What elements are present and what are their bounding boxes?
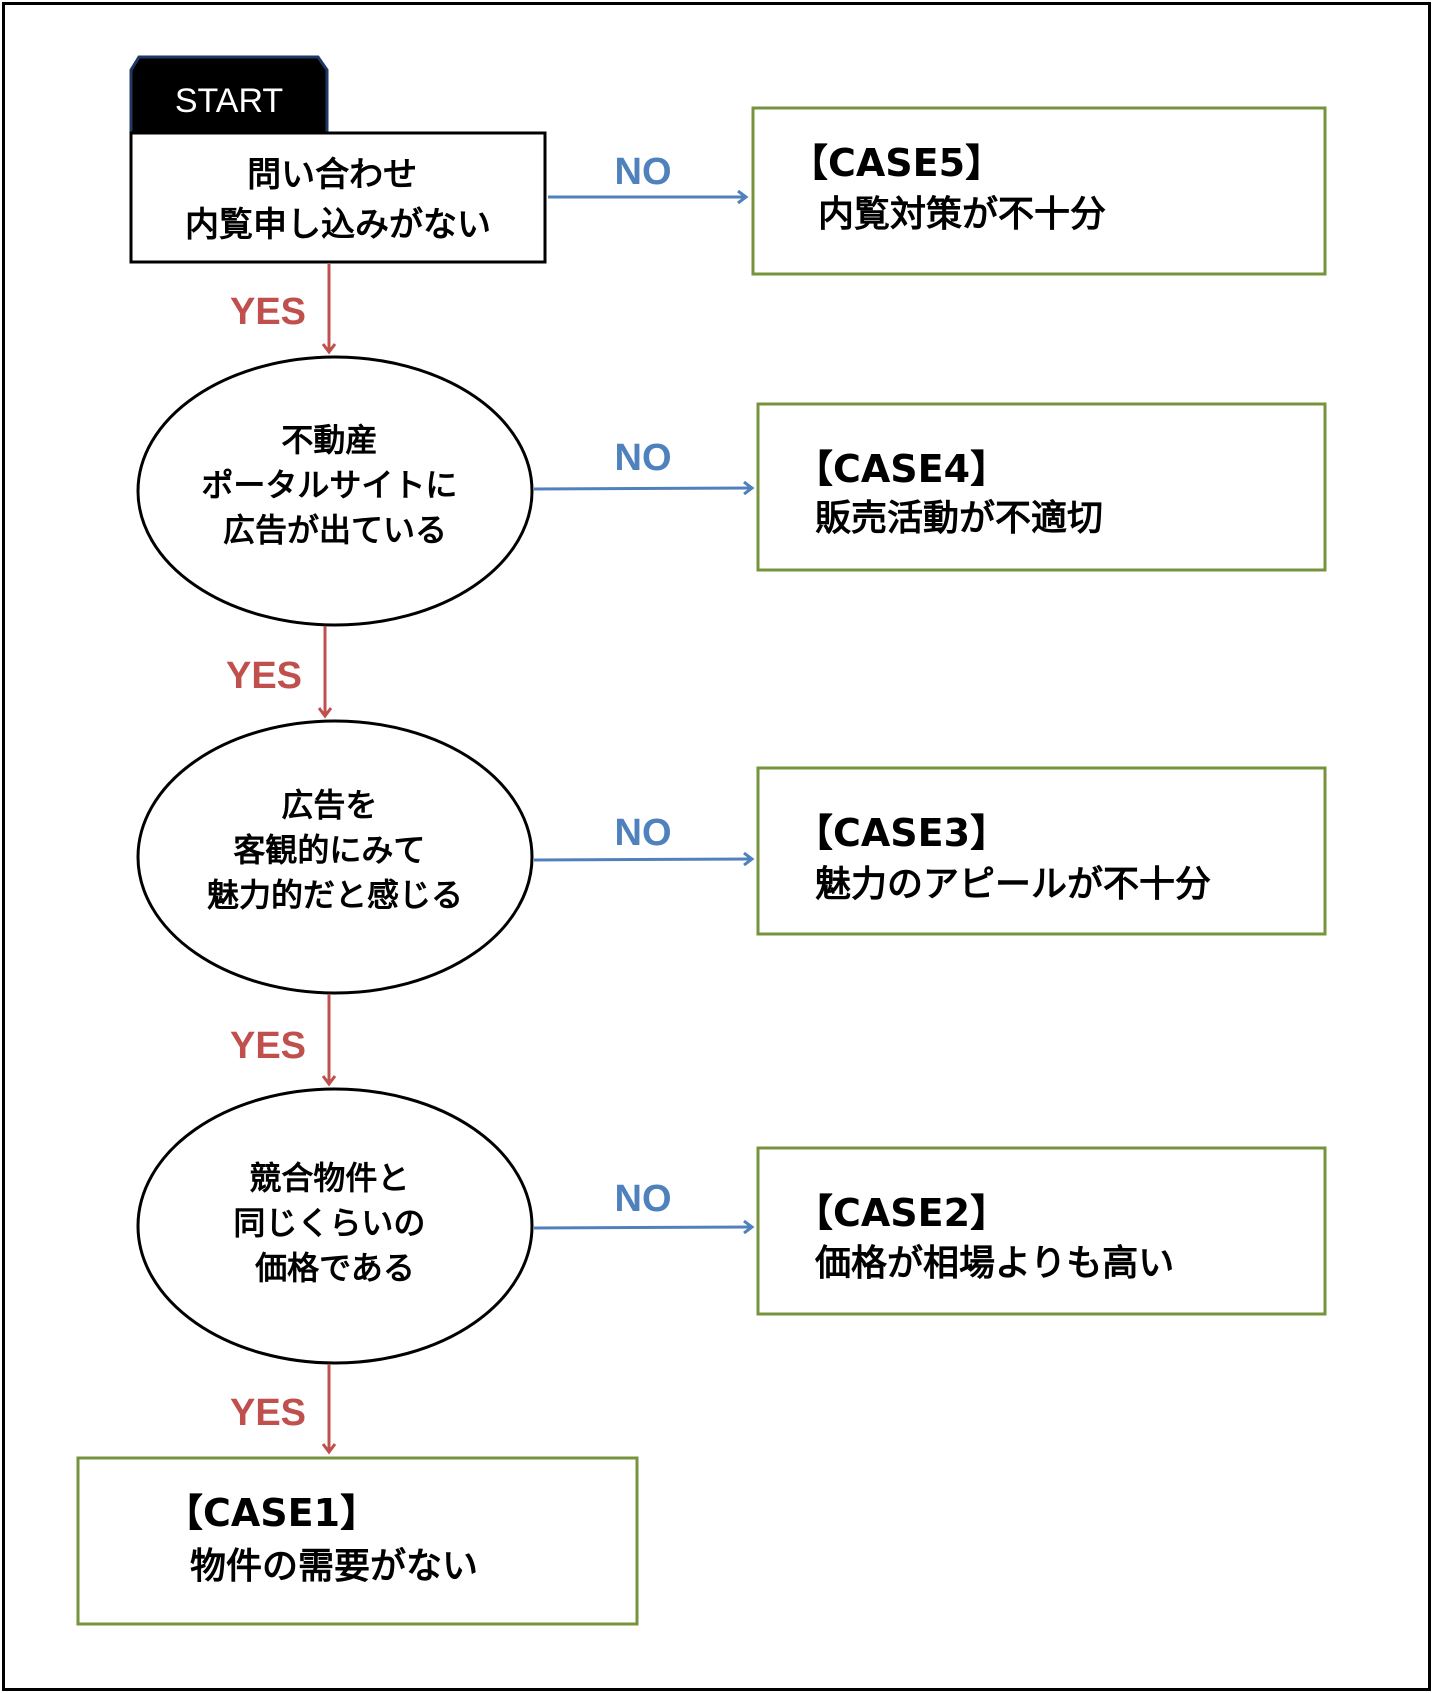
no-label-1: NO [615, 151, 672, 193]
no-label-3: NO [615, 812, 672, 854]
case-5-text: 内覧対策が不十分 [818, 194, 1106, 235]
no-label-2: NO [615, 437, 672, 479]
question-3-line-3: 魅力的だと感じる [207, 876, 463, 914]
svg-text:不動産 ポータルサイトに 広告が出て: 不動産 ポータルサイトに 広告が出ている [201, 421, 468, 549]
svg-text:競合物件と 同じくらいの 価格である: 競合物件と 同じくらいの 価格である [233, 1159, 436, 1287]
case-2-text: 価格が相場よりも高い [814, 1243, 1174, 1284]
start-label: START [175, 82, 283, 120]
case-3-title: 【CASE3】 [795, 811, 1008, 855]
case-2-title: 【CASE2】 [795, 1191, 1008, 1235]
question-1-line-1: 問い合わせ [247, 155, 417, 195]
case-3-text: 魅力のアピールが不十分 [815, 864, 1211, 905]
case-5-title: 【CASE5】 [790, 141, 1003, 185]
case-box-3: 【CASE3】 魅力のアピールが不十分 [756, 766, 1327, 936]
yes-label-4: YES [230, 1392, 306, 1434]
question-2-line-1: 不動産 [281, 421, 377, 459]
case-1-text: 物件の需要がない [190, 1546, 478, 1587]
case-box-2: 【CASE2】 価格が相場よりも高い [756, 1146, 1327, 1316]
start-tab: START [129, 55, 329, 135]
yes-label-3: YES [230, 1025, 306, 1067]
yes-label-2: YES [226, 655, 302, 697]
no-arrow-4 [533, 1227, 752, 1228]
no-arrow-2 [533, 488, 752, 489]
no-label-4: NO [615, 1178, 672, 1220]
question-3-line-1: 広告を [281, 786, 377, 824]
case-4-title: 【CASE4】 [795, 447, 1008, 491]
case-box-1: 【CASE1】 物件の需要がない [76, 1456, 639, 1626]
yes-label-1: YES [230, 291, 306, 333]
question-2-line-2: ポータルサイトに [201, 466, 457, 504]
case-1-title: 【CASE1】 [165, 1491, 378, 1535]
question-ellipse-4: 競合物件と 同じくらいの 価格である [136, 1087, 534, 1365]
question-4-line-1: 競合物件と [249, 1159, 409, 1197]
question-4-line-3: 価格である [254, 1249, 415, 1287]
no-arrow-3 [533, 859, 752, 860]
case-4-text: 販売活動が不適切 [815, 498, 1103, 539]
question-ellipse-3: 広告を 客観的にみて 魅力的だと感じる [136, 719, 534, 995]
case-box-5: 【CASE5】 内覧対策が不十分 [751, 106, 1327, 276]
case-box-4: 【CASE4】 販売活動が不適切 [756, 402, 1327, 572]
svg-text:問い合わせ 内覧申し込みがない: 問い合わせ 内覧申し込みがない [185, 155, 491, 245]
question-3-line-2: 客観的にみて [233, 831, 425, 869]
question-2-line-3: 広告が出ている [223, 511, 447, 549]
question-4-line-2: 同じくらいの [233, 1204, 425, 1242]
question-ellipse-2: 不動産 ポータルサイトに 広告が出ている [136, 355, 534, 627]
question-box-1: 問い合わせ 内覧申し込みがない [129, 131, 547, 264]
svg-text:広告を 客観的にみて 魅力的だと感じ: 広告を 客観的にみて 魅力的だと感じる [207, 786, 463, 914]
question-1-line-2: 内覧申し込みがない [185, 205, 491, 245]
